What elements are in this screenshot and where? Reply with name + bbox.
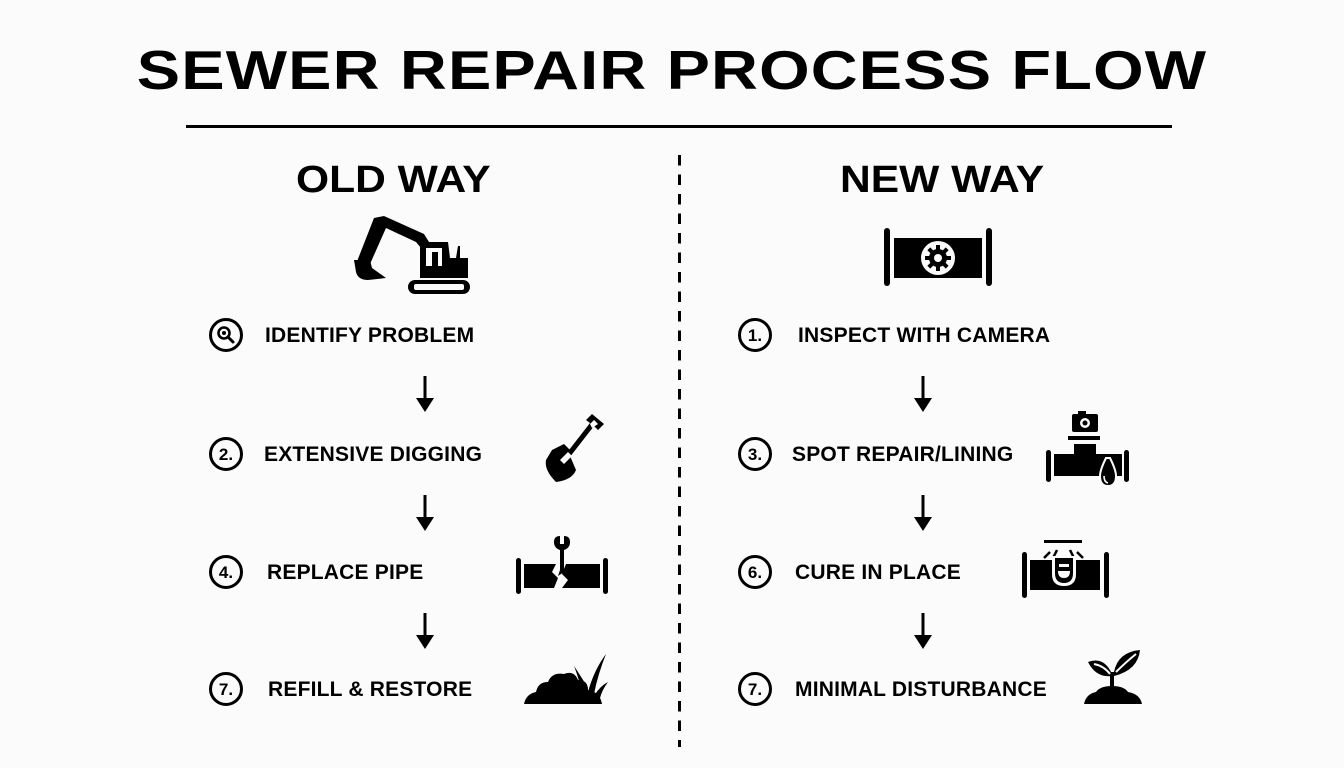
pipe-camera-drop-icon xyxy=(1044,408,1132,488)
old-step-identify-problem xyxy=(209,318,243,352)
old-step-extensive-digging: 2. xyxy=(209,437,243,471)
pipe-gear-icon xyxy=(882,226,994,288)
arrow-down-icon xyxy=(416,613,434,649)
step-label: IDENTIFY PROBLEM xyxy=(265,324,475,347)
arrow-down-icon xyxy=(914,613,932,649)
step-badge: 4. xyxy=(209,555,243,589)
old-step-refill-restore: 7. xyxy=(209,672,243,706)
sprout-icon xyxy=(1082,648,1144,706)
new-step-inspect-with-camera: 1. xyxy=(738,318,772,352)
old-way-heading: OLD WAY xyxy=(296,159,491,201)
arrow-down-icon xyxy=(914,376,932,412)
step-badge: 2. xyxy=(209,437,243,471)
step-label: MINIMAL DISTURBANCE xyxy=(795,678,1047,701)
excavator-icon xyxy=(352,212,472,296)
shovel-icon xyxy=(542,410,610,484)
step-badge: 7. xyxy=(738,672,772,706)
page-title: SEWER REPAIR PROCESS FLOW xyxy=(136,39,1208,101)
step-badge: 1. xyxy=(738,318,772,352)
arrow-down-icon xyxy=(914,495,932,531)
arrow-down-icon xyxy=(416,376,434,412)
new-step-minimal-disturbance: 7. xyxy=(738,672,772,706)
soil-grass-icon xyxy=(522,652,610,706)
arrow-down-icon xyxy=(416,495,434,531)
step-label: CURE IN PLACE xyxy=(795,561,961,584)
pipe-uv-lamp-icon xyxy=(1020,538,1110,600)
broken-pipe-wrench-icon xyxy=(514,536,610,596)
step-label: EXTENSIVE DIGGING xyxy=(264,443,483,466)
magnifier-icon xyxy=(209,318,243,352)
new-step-cure-in-place: 6. xyxy=(738,555,772,589)
step-label: INSPECT WITH CAMERA xyxy=(798,324,1051,347)
title-underline xyxy=(186,125,1172,128)
old-step-replace-pipe: 4. xyxy=(209,555,243,589)
step-badge: 6. xyxy=(738,555,772,589)
column-divider xyxy=(678,155,681,747)
step-badge: 7. xyxy=(209,672,243,706)
step-label: REFILL & RESTORE xyxy=(268,678,473,701)
step-label: SPOT REPAIR/LINING xyxy=(792,443,1014,466)
new-step-spot-repair-lining: 3. xyxy=(738,437,772,471)
step-label: REPLACE PIPE xyxy=(267,561,424,584)
step-badge: 3. xyxy=(738,437,772,471)
new-way-heading: NEW WAY xyxy=(840,159,1045,201)
